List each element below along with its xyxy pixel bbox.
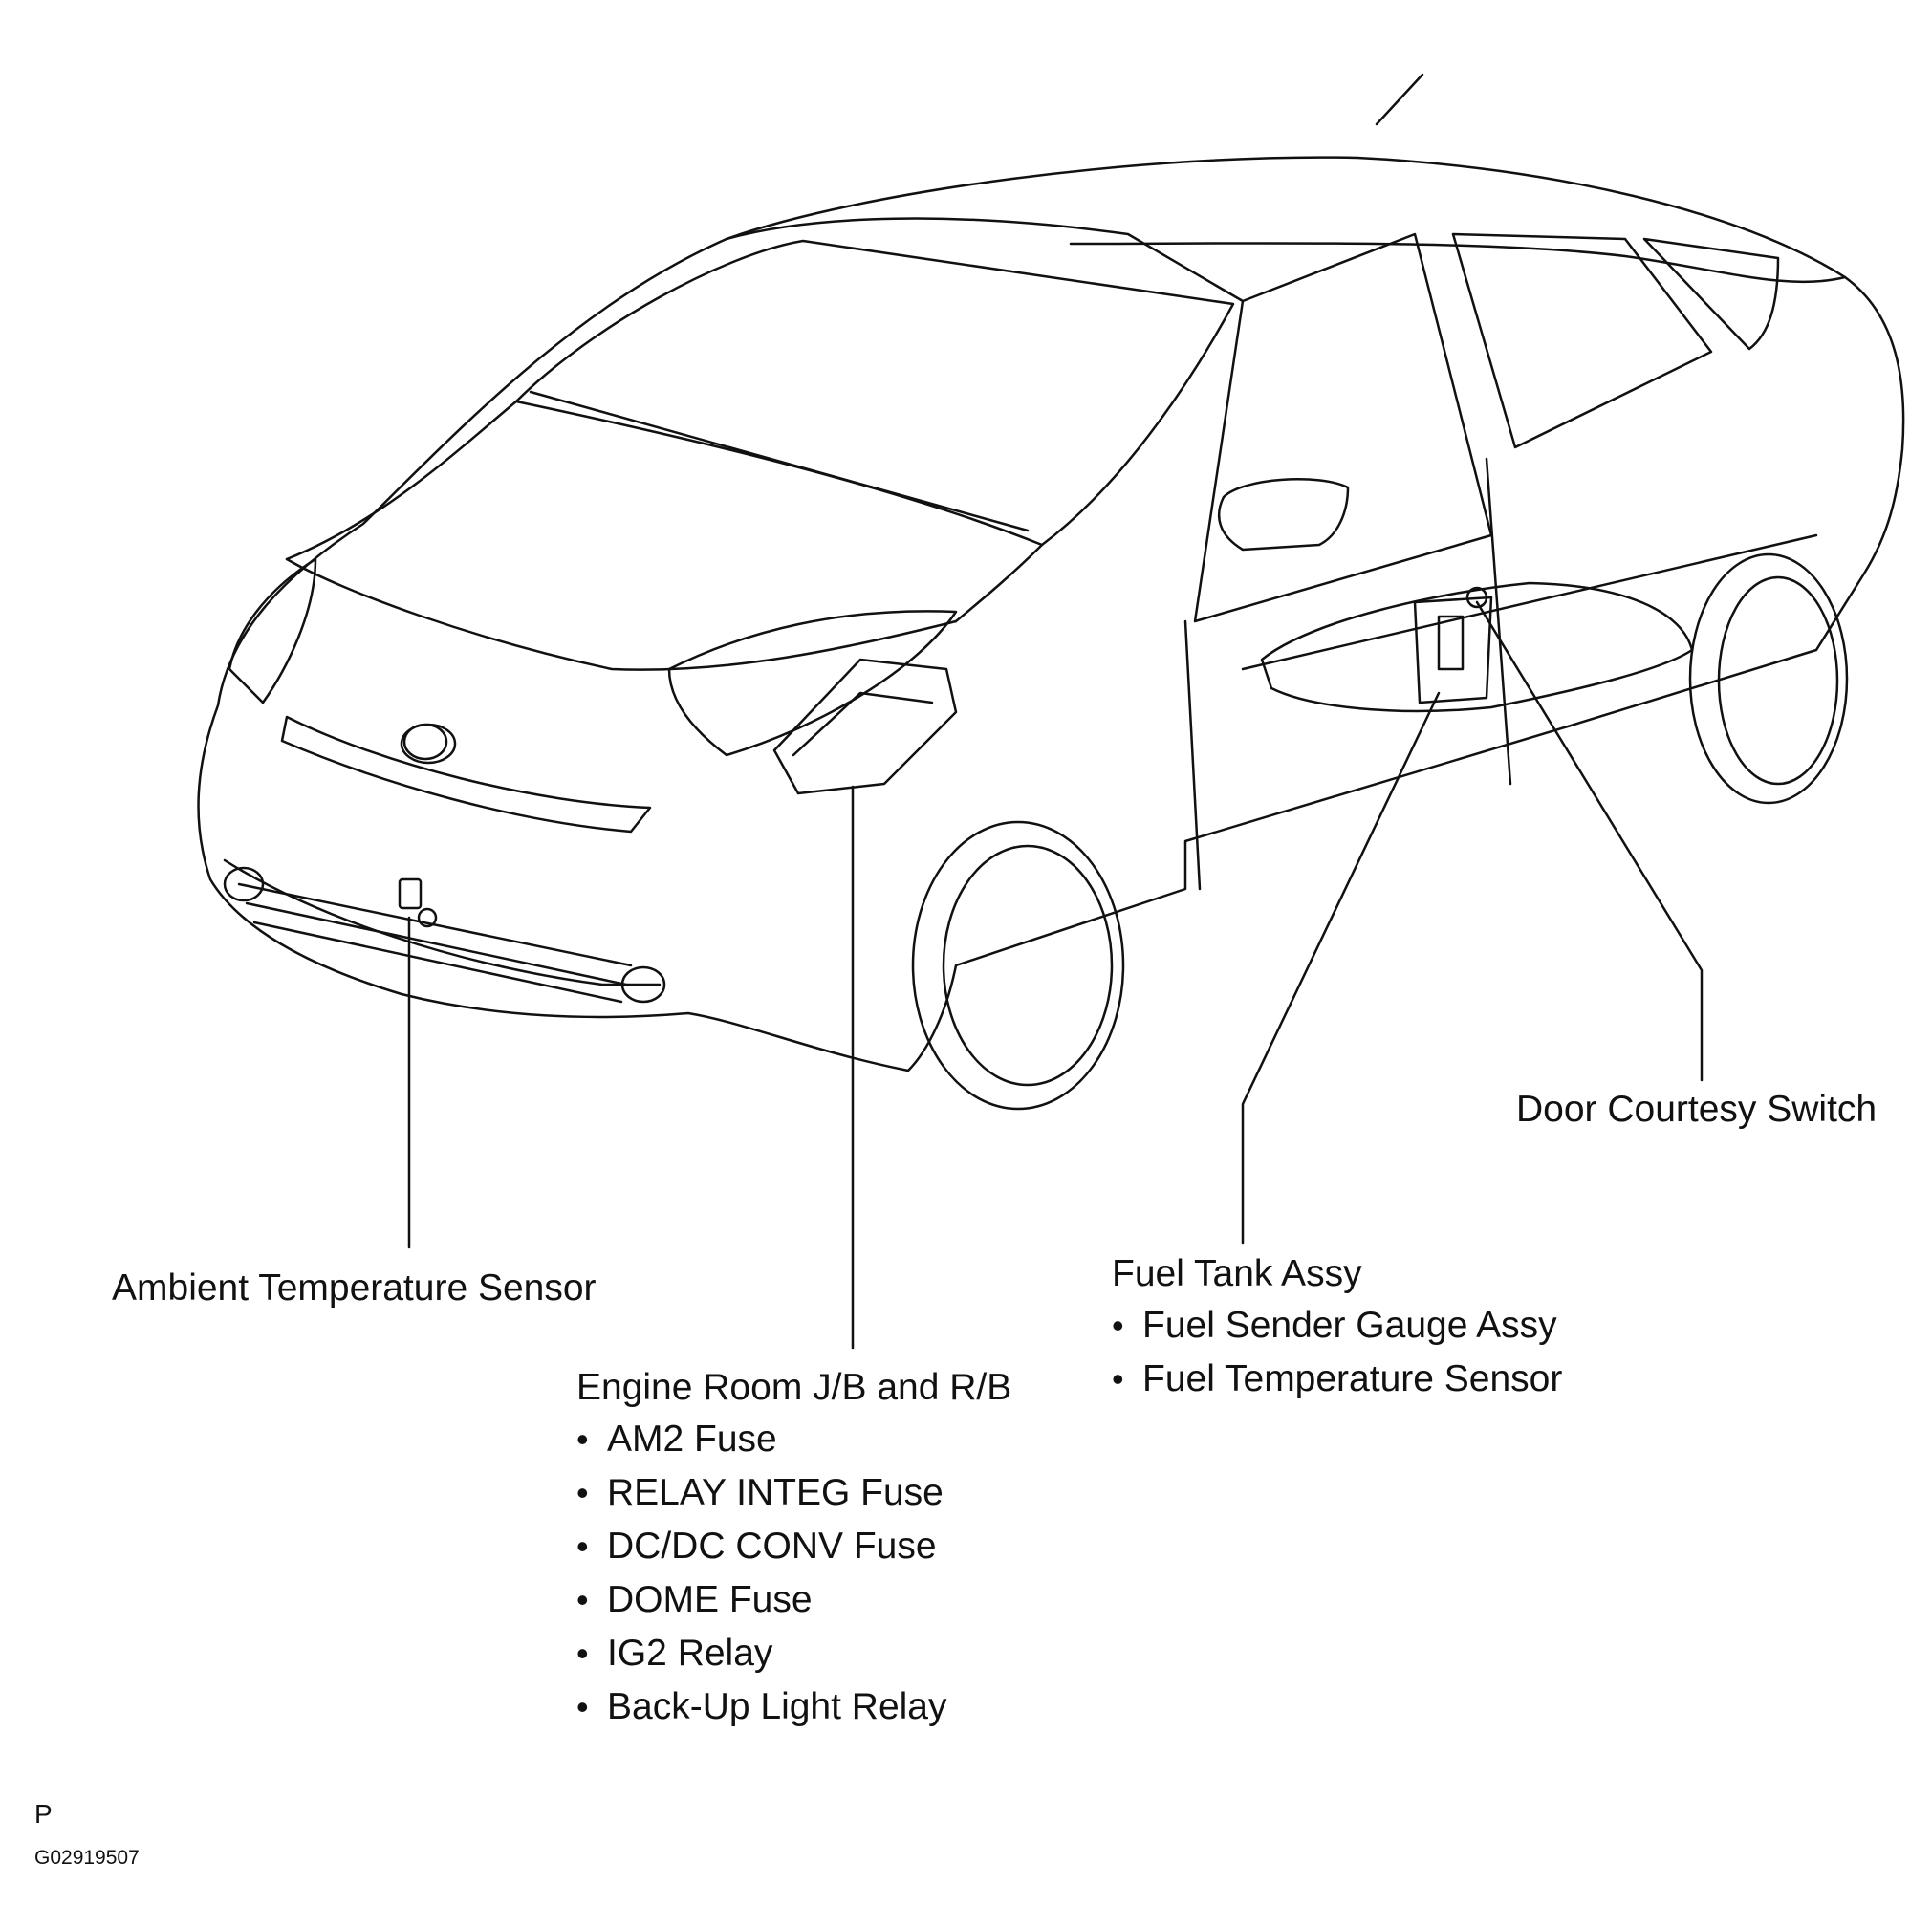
fuel-tank-label: Fuel Tank Assy bbox=[1112, 1253, 1362, 1294]
list-item: AM2 Fuse bbox=[576, 1413, 947, 1466]
list-item: IG2 Relay bbox=[576, 1627, 947, 1680]
list-item: Fuel Sender Gauge Assy bbox=[1112, 1299, 1562, 1353]
footer-letter: P bbox=[34, 1799, 53, 1829]
list-item: DC/DC CONV Fuse bbox=[576, 1520, 947, 1573]
engine-room-jb-icon bbox=[772, 658, 958, 795]
car-body bbox=[197, 73, 1905, 1111]
engine-room-jb-list: AM2 Fuse RELAY INTEG Fuse DC/DC CONV Fus… bbox=[576, 1413, 947, 1734]
fuel-tank-icon bbox=[1260, 581, 1694, 713]
figure-code: G02919507 bbox=[34, 1847, 140, 1869]
door-switch-leader-line bbox=[1475, 600, 1704, 1082]
engine-room-jb-label: Engine Room J/B and R/B bbox=[576, 1367, 1012, 1408]
list-item: DOME Fuse bbox=[576, 1573, 947, 1627]
list-item: RELAY INTEG Fuse bbox=[576, 1466, 947, 1520]
ambient-sensor-icon bbox=[398, 877, 438, 928]
fuel-tank-list: Fuel Sender Gauge Assy Fuel Temperature … bbox=[1112, 1299, 1562, 1406]
ambient-sensor-label: Ambient Temperature Sensor bbox=[112, 1267, 597, 1309]
list-item: Back-Up Light Relay bbox=[576, 1680, 947, 1734]
list-item: Fuel Temperature Sensor bbox=[1112, 1353, 1562, 1406]
fuel-tank-leader-line bbox=[1241, 691, 1441, 1245]
door-switch-label: Door Courtesy Switch bbox=[1516, 1089, 1878, 1130]
